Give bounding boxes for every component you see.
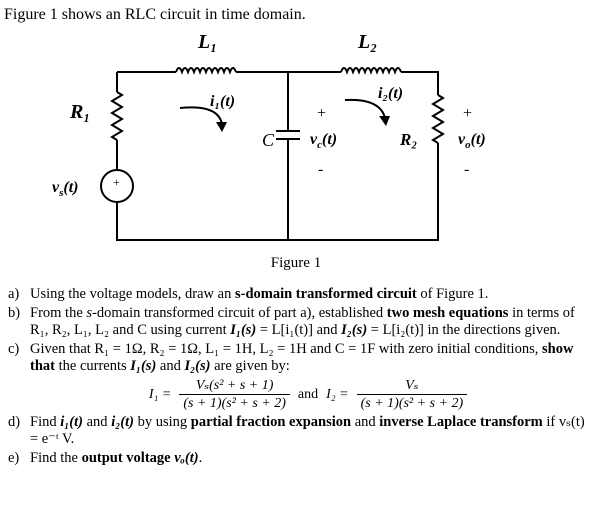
question-list: a) Using the voltage models, draw an s-d… (8, 286, 586, 469)
question-label: c) (8, 341, 20, 357)
question-emphasis: s-domain transformed circuit (234, 286, 417, 302)
capacitor-c (276, 130, 300, 140)
question-c: c) Given that R₁ = 1Ω, R₂ = 1Ω, L₁ = 1H,… (8, 341, 586, 412)
question-text: Using the voltage models, draw an (30, 286, 235, 302)
rlc-circuit-diagram: L₁ L₂ R₁ R₂ C i₁(t) i₂(t) + vc(t) - + vo… (52, 31, 486, 241)
question-text: = L[i₂(t)] in the directions given. (367, 322, 561, 338)
question-emphasis: i₁(t) (60, 414, 83, 430)
question-text: = L[i₁(t)] and (256, 322, 342, 338)
question-a: a) Using the voltage models, draw an s-d… (8, 286, 586, 303)
current-arrow-i1 (179, 106, 223, 125)
voltage-source (100, 169, 134, 203)
question-emphasis: I₁(s) (230, 322, 257, 338)
question-text: are given by: (210, 358, 290, 374)
question-text: . (198, 450, 203, 466)
arrowhead-i1 (216, 122, 227, 132)
question-emphasis: partial fraction expansion (190, 414, 352, 430)
resistor-r2 (431, 94, 445, 144)
question-label: e) (8, 450, 20, 466)
question-text: Find the (30, 450, 82, 466)
fraction-i2: Vₛ (s + 1)(s² + s + 2) (356, 377, 468, 412)
problem-intro: Figure 1 shows an RLC circuit in time do… (4, 6, 306, 23)
label-vo: vo(t) (458, 131, 486, 151)
question-emphasis: inverse Laplace transform (379, 414, 543, 430)
label-r2: R₂ (399, 130, 417, 149)
plus-vs: + (113, 175, 120, 189)
question-label: d) (8, 414, 21, 430)
equation-lhs: I₁ = (148, 387, 172, 402)
question-emphasis: output voltage (81, 450, 171, 466)
question-text: Find (30, 414, 61, 430)
wire (116, 143, 439, 241)
resistor-r1 (110, 91, 124, 141)
equation-lhs: I₂ = (326, 387, 349, 402)
inductor-l1 (175, 67, 237, 75)
plus-vc: + (317, 105, 326, 122)
label-vs: vs(t) (52, 179, 79, 199)
question-text: Given that R₁ = 1Ω, R₂ = 1Ω, L₁ = 1H, L₂… (30, 341, 542, 357)
wire (401, 71, 439, 95)
label-c: C (262, 130, 275, 150)
question-label: a) (8, 286, 20, 302)
question-text: From the (30, 305, 87, 321)
label-l2: L₂ (357, 31, 377, 53)
arrowhead-i2 (379, 116, 390, 126)
question-text: and (83, 414, 112, 430)
label-vc: vc(t) (310, 131, 337, 151)
question-emphasis: I₂(s) (341, 322, 368, 338)
label-r1: R₁ (69, 101, 90, 123)
question-d: d) Find i₁(t) and i₂(t) by using partial… (8, 414, 586, 448)
label-l1: L₁ (197, 31, 217, 53)
question-b: b) From the s-domain transformed circuit… (8, 305, 586, 339)
fraction-numerator: Vₛ(s² + s + 1) (195, 378, 274, 393)
question-text: and (156, 358, 185, 374)
question-emphasis: vₒ(t) (174, 450, 199, 466)
question-text: in terms of R₁, R₂, L₁, L₂ and C using c… (30, 305, 575, 338)
label-i1: i₁(t) (210, 93, 235, 110)
current-arrow-i2 (344, 98, 386, 119)
question-emphasis: i₂(t) (111, 414, 134, 430)
minus-vo: - (464, 161, 469, 178)
question-text: -domain transformed circuit of part a), … (92, 305, 387, 321)
question-text: s (86, 305, 93, 321)
plus-vo: + (463, 105, 472, 122)
question-emphasis: two mesh equations (386, 305, 509, 321)
question-e: e) Find the output voltage vₒ(t). (8, 450, 586, 467)
question-label: b) (8, 305, 21, 321)
label-i2: i₂(t) (378, 85, 403, 102)
equation-row: I₁ = Vₛ(s² + s + 1) (s + 1)(s² + s + 2) … (30, 377, 586, 412)
question-text: by using (133, 414, 191, 430)
question-text: of Figure 1. (416, 286, 489, 302)
fraction-i1: Vₛ(s² + s + 1) (s + 1)(s² + s + 2) (179, 377, 290, 412)
equation-and: and (297, 387, 319, 402)
figure-caption: Figure 1 (270, 255, 322, 271)
question-emphasis: show that (30, 341, 574, 374)
question-text: and (351, 414, 380, 430)
question-emphasis: I₂(s) (184, 358, 211, 374)
fraction-numerator: Vₛ (405, 378, 419, 393)
minus-vc: - (318, 161, 323, 178)
inductor-l2 (340, 67, 402, 75)
question-text: if vₛ(t) = e⁻ᵗ V. (30, 414, 585, 447)
question-text: the currents (54, 358, 131, 374)
fraction-denominator: (s + 1)(s² + s + 2) (356, 394, 468, 412)
question-emphasis: I₁(s) (130, 358, 157, 374)
fraction-denominator: (s + 1)(s² + s + 2) (179, 394, 290, 412)
